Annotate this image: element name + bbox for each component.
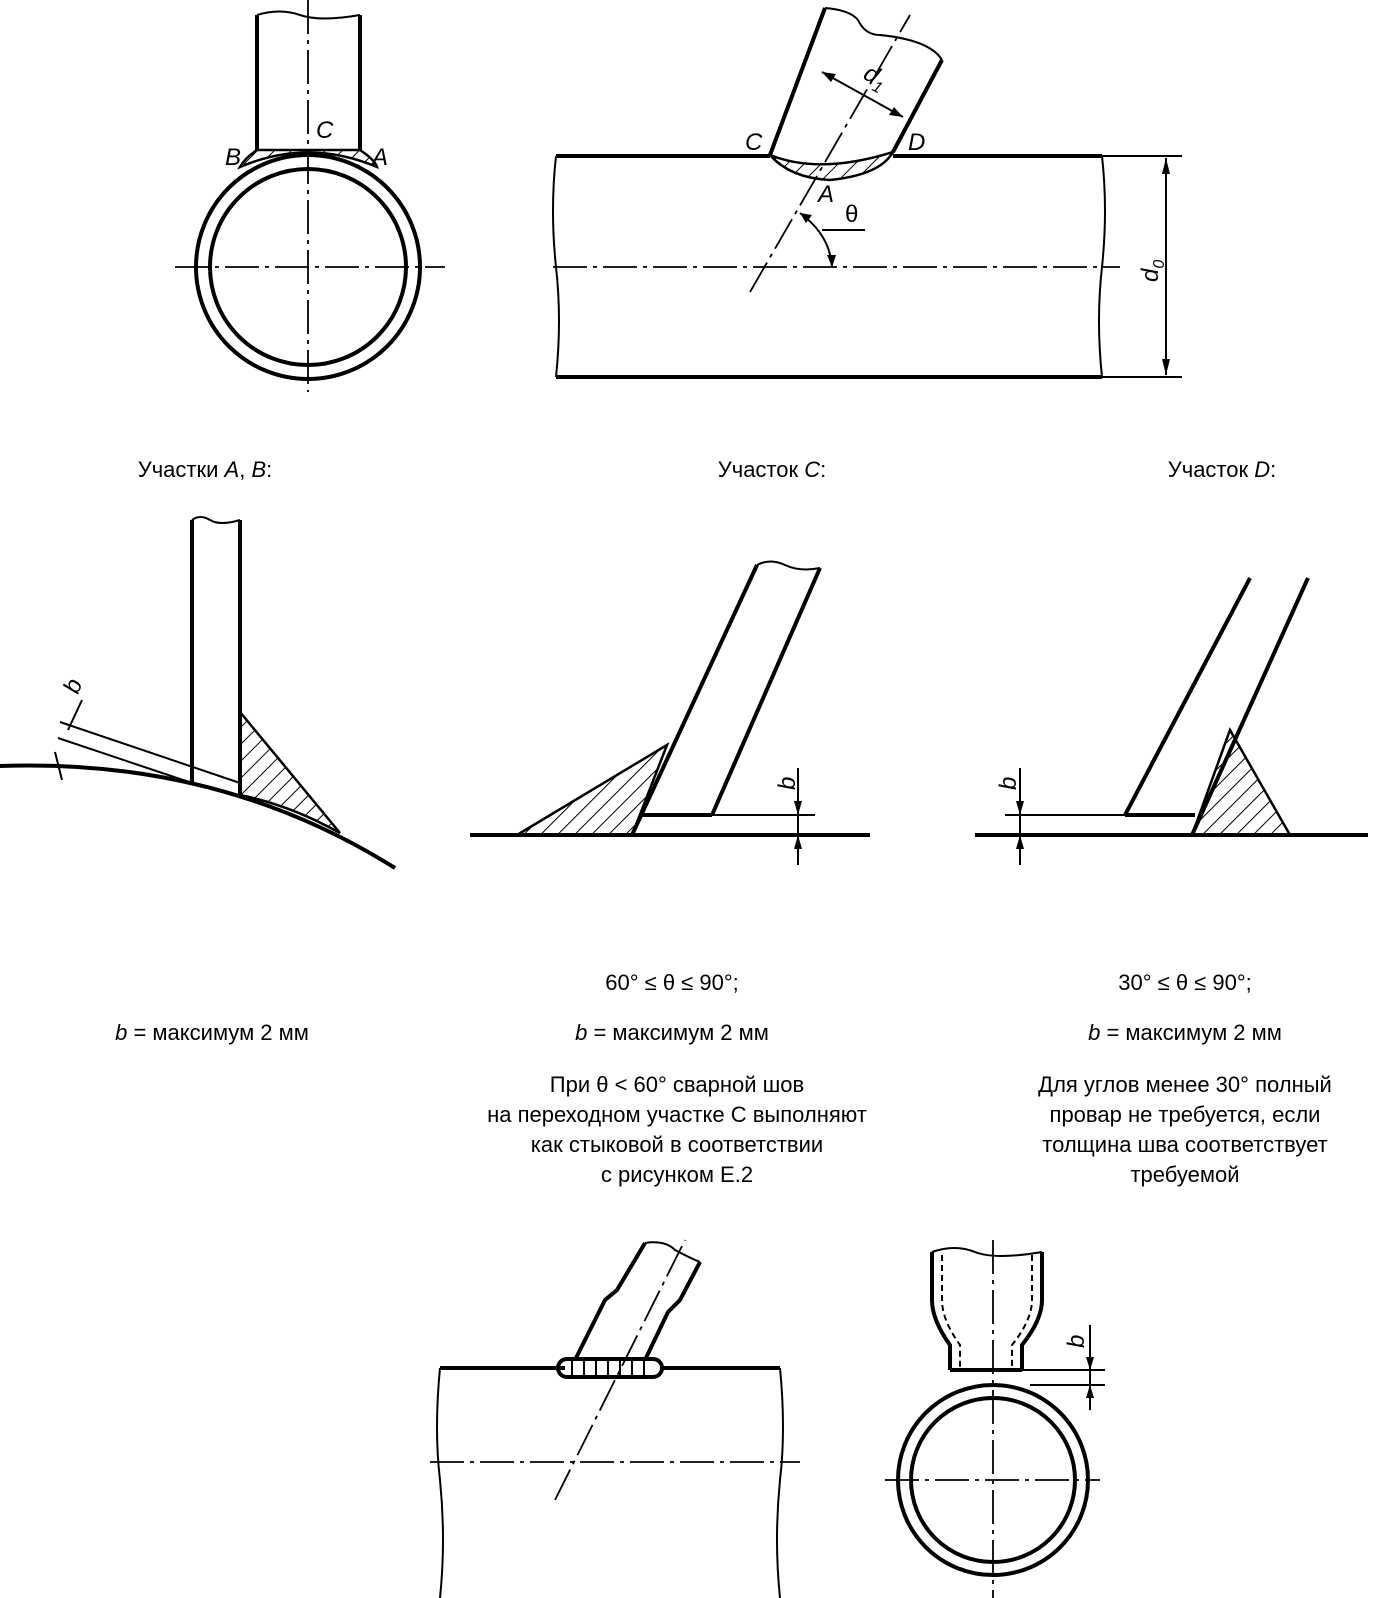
note-line: как стыковой в соответствии [531, 1132, 823, 1157]
dim-b-c: b [774, 777, 801, 790]
note-line: Для углов менее 30° полный [1038, 1072, 1332, 1097]
formula-d: b = максимум 2 мм [1088, 1020, 1282, 1045]
label-a: A [370, 144, 388, 171]
bottom-side-view [430, 1239, 800, 1598]
note-d: Для углов менее 30° полный провар не тре… [1038, 1072, 1332, 1187]
note-line: на переходном участке С выполняют [487, 1102, 867, 1127]
angle-range-c: 60° ≤ θ ≤ 90°; [605, 970, 738, 995]
label-a-root: A [816, 181, 834, 208]
label-c: C [316, 117, 334, 144]
top-cross-section: B C A [175, 0, 445, 392]
dim-b-ab: b [58, 675, 88, 697]
label-theta: θ [845, 201, 858, 228]
label-c-side: C [745, 129, 763, 156]
note-line: с рисунком Е.2 [601, 1162, 753, 1187]
note-line: провар не требуется, если [1050, 1102, 1321, 1127]
bottom-cross-section: b [885, 1240, 1105, 1598]
formula-c: b = максимум 2 мм [575, 1020, 769, 1045]
detail-ab: b [0, 516, 397, 870]
dim-b-bottom: b [1063, 1335, 1090, 1348]
heading-section-c: Участок C: [718, 457, 827, 482]
label-d-side: D [908, 129, 925, 156]
top-side-view: d1 θ A C D d0 [552, 7, 1182, 379]
detail-c: b [470, 560, 870, 865]
dim-b-d: b [995, 777, 1022, 790]
note-line: толщина шва соответствует [1042, 1132, 1327, 1157]
heading-sections-ab: Участки A, B: [138, 457, 273, 482]
note-line: При θ < 60° сварной шов [550, 1072, 804, 1097]
detail-d: b [975, 577, 1368, 865]
label-d1: d1 [857, 59, 891, 97]
heading-section-d: Участок D: [1168, 457, 1277, 482]
formula-ab: b = максимум 2 мм [115, 1020, 309, 1045]
angle-range-d: 30° ≤ θ ≤ 90°; [1118, 970, 1251, 995]
note-line: требуемой [1130, 1162, 1239, 1187]
note-c: При θ < 60° сварной шов на переходном уч… [487, 1072, 867, 1187]
label-d0: d0 [1137, 260, 1168, 282]
label-b: B [225, 144, 241, 171]
